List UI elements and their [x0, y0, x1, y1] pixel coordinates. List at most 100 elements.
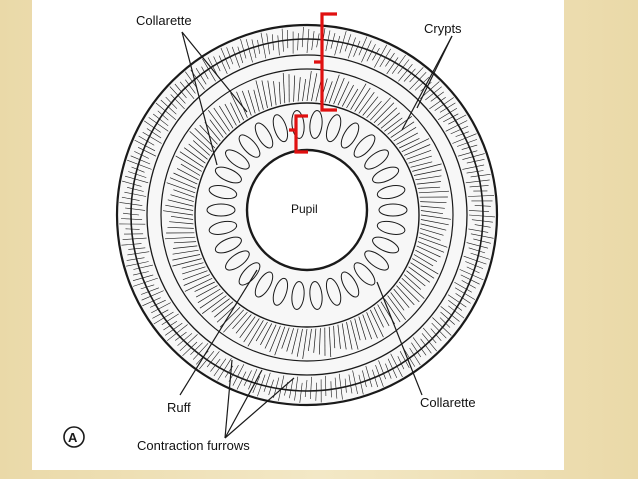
crypts [206, 110, 408, 310]
radial-striation-line [180, 163, 201, 176]
outer-hatch-line [412, 337, 427, 356]
outer-hatch-line [144, 120, 161, 133]
outer-hatch-line [141, 290, 164, 301]
label-crypts: Crypts [424, 21, 462, 36]
pointer-furrows-1 [224, 359, 233, 439]
radial-striation-line [182, 266, 206, 275]
crypt [309, 110, 323, 139]
outer-hatch-line [469, 185, 489, 188]
radial-striation-line [417, 186, 441, 189]
radial-striation-line [401, 278, 425, 299]
outer-hatch-line [137, 147, 157, 157]
outer-hatch-line [248, 368, 258, 390]
radial-striation-line [413, 254, 434, 267]
outer-hatch-line [192, 343, 209, 360]
outer-hatch-line [466, 159, 485, 164]
outer-hatch-line [133, 264, 153, 270]
outer-hatch-line [177, 333, 193, 346]
outer-hatch-line [252, 376, 260, 394]
diagram-panel: Collarette Crypts Pupil Ruff Collarette … [32, 0, 564, 470]
radial-striation-line [169, 221, 194, 225]
radial-striation-line [406, 270, 426, 287]
radial-striation-line [236, 91, 248, 118]
radial-striation-line [410, 262, 435, 279]
outer-ring-3 [160, 68, 454, 362]
outer-hatch-line [372, 369, 378, 388]
outer-hatch-line [251, 39, 257, 59]
radial-striation-line [286, 328, 294, 352]
crypt [238, 262, 261, 286]
crypt [225, 149, 250, 170]
radial-striation-line [418, 190, 450, 194]
radial-striation-line [273, 81, 277, 106]
outer-hatch-line [447, 294, 467, 308]
radial-striation-line [247, 90, 256, 114]
radial-striation-line [408, 155, 432, 164]
outer-hatch-line [466, 242, 489, 249]
radial-striation-line [412, 258, 439, 275]
outer-hatch-line [448, 114, 467, 125]
outer-hatch-line [429, 96, 446, 110]
outer-ring-1 [130, 38, 484, 392]
radial-striation-line [393, 127, 417, 142]
outer-hatch-line [263, 372, 271, 392]
outer-hatch-line [420, 338, 432, 354]
outer-hatch-line [334, 35, 341, 56]
pointer-collarette-bottom [376, 281, 423, 396]
outer-hatch-line [399, 351, 410, 369]
radial-striation-line [181, 262, 204, 269]
outer-hatch-line [448, 305, 465, 319]
radial-striation-line [412, 163, 442, 172]
outer-hatch-line [131, 166, 145, 173]
outer-hatch-line [352, 370, 358, 395]
outer-hatch-line [374, 44, 388, 68]
outer-hatch-line [138, 135, 155, 146]
outer-hatch-line [157, 110, 169, 121]
radial-striation-line [183, 274, 210, 286]
radial-striation-line [264, 324, 277, 349]
radial-striation-line [410, 161, 433, 168]
outer-hatch-line [455, 293, 471, 304]
outer-hatch-line [468, 210, 490, 212]
radial-striation-line [358, 91, 375, 114]
outer-hatch-line [448, 299, 463, 311]
outer-hatch-line [457, 150, 478, 157]
radial-striation-line [173, 189, 195, 198]
outer-hatch-line [127, 187, 144, 192]
outer-hatch-line [237, 46, 244, 64]
radial-striation-line [183, 147, 206, 164]
bracket-outer-zone [314, 12, 337, 112]
outer-hatch-line [245, 39, 253, 63]
outer-hatch-line [344, 34, 352, 52]
outer-hatch-line [466, 170, 484, 174]
outer-hatch-line [445, 120, 468, 132]
outer-hatch-line [439, 317, 451, 328]
radial-striation-line [176, 168, 199, 181]
radial-striation-line [232, 311, 248, 330]
radial-striation-line [415, 249, 438, 262]
outer-hatch-line [347, 37, 356, 59]
outer-hatch-line [299, 382, 303, 403]
radial-striation-line [403, 274, 422, 290]
outer-hatch-line [182, 341, 198, 357]
crypt [254, 271, 274, 298]
outer-hatch-line [420, 81, 432, 92]
outer-hatch-line [411, 342, 422, 358]
pointer-ruff [179, 269, 258, 396]
radial-striation-line [380, 112, 400, 129]
outer-hatch-line [311, 31, 315, 51]
crypt [272, 114, 289, 143]
crypt [378, 203, 408, 217]
outer-hatch-line [398, 64, 413, 82]
outer-hatch-line [454, 282, 472, 293]
radial-striation-line [420, 201, 447, 204]
outer-ring-2 [146, 54, 468, 376]
pointer-lines [179, 31, 453, 439]
radial-striation-line [384, 298, 401, 323]
outer-hatch-line [338, 373, 343, 400]
outer-hatch-line [122, 180, 142, 187]
radial-striation-line [302, 328, 308, 359]
radial-striation-line [179, 151, 204, 168]
radial-striation-line [398, 281, 420, 303]
radial-striation-line [278, 81, 281, 105]
